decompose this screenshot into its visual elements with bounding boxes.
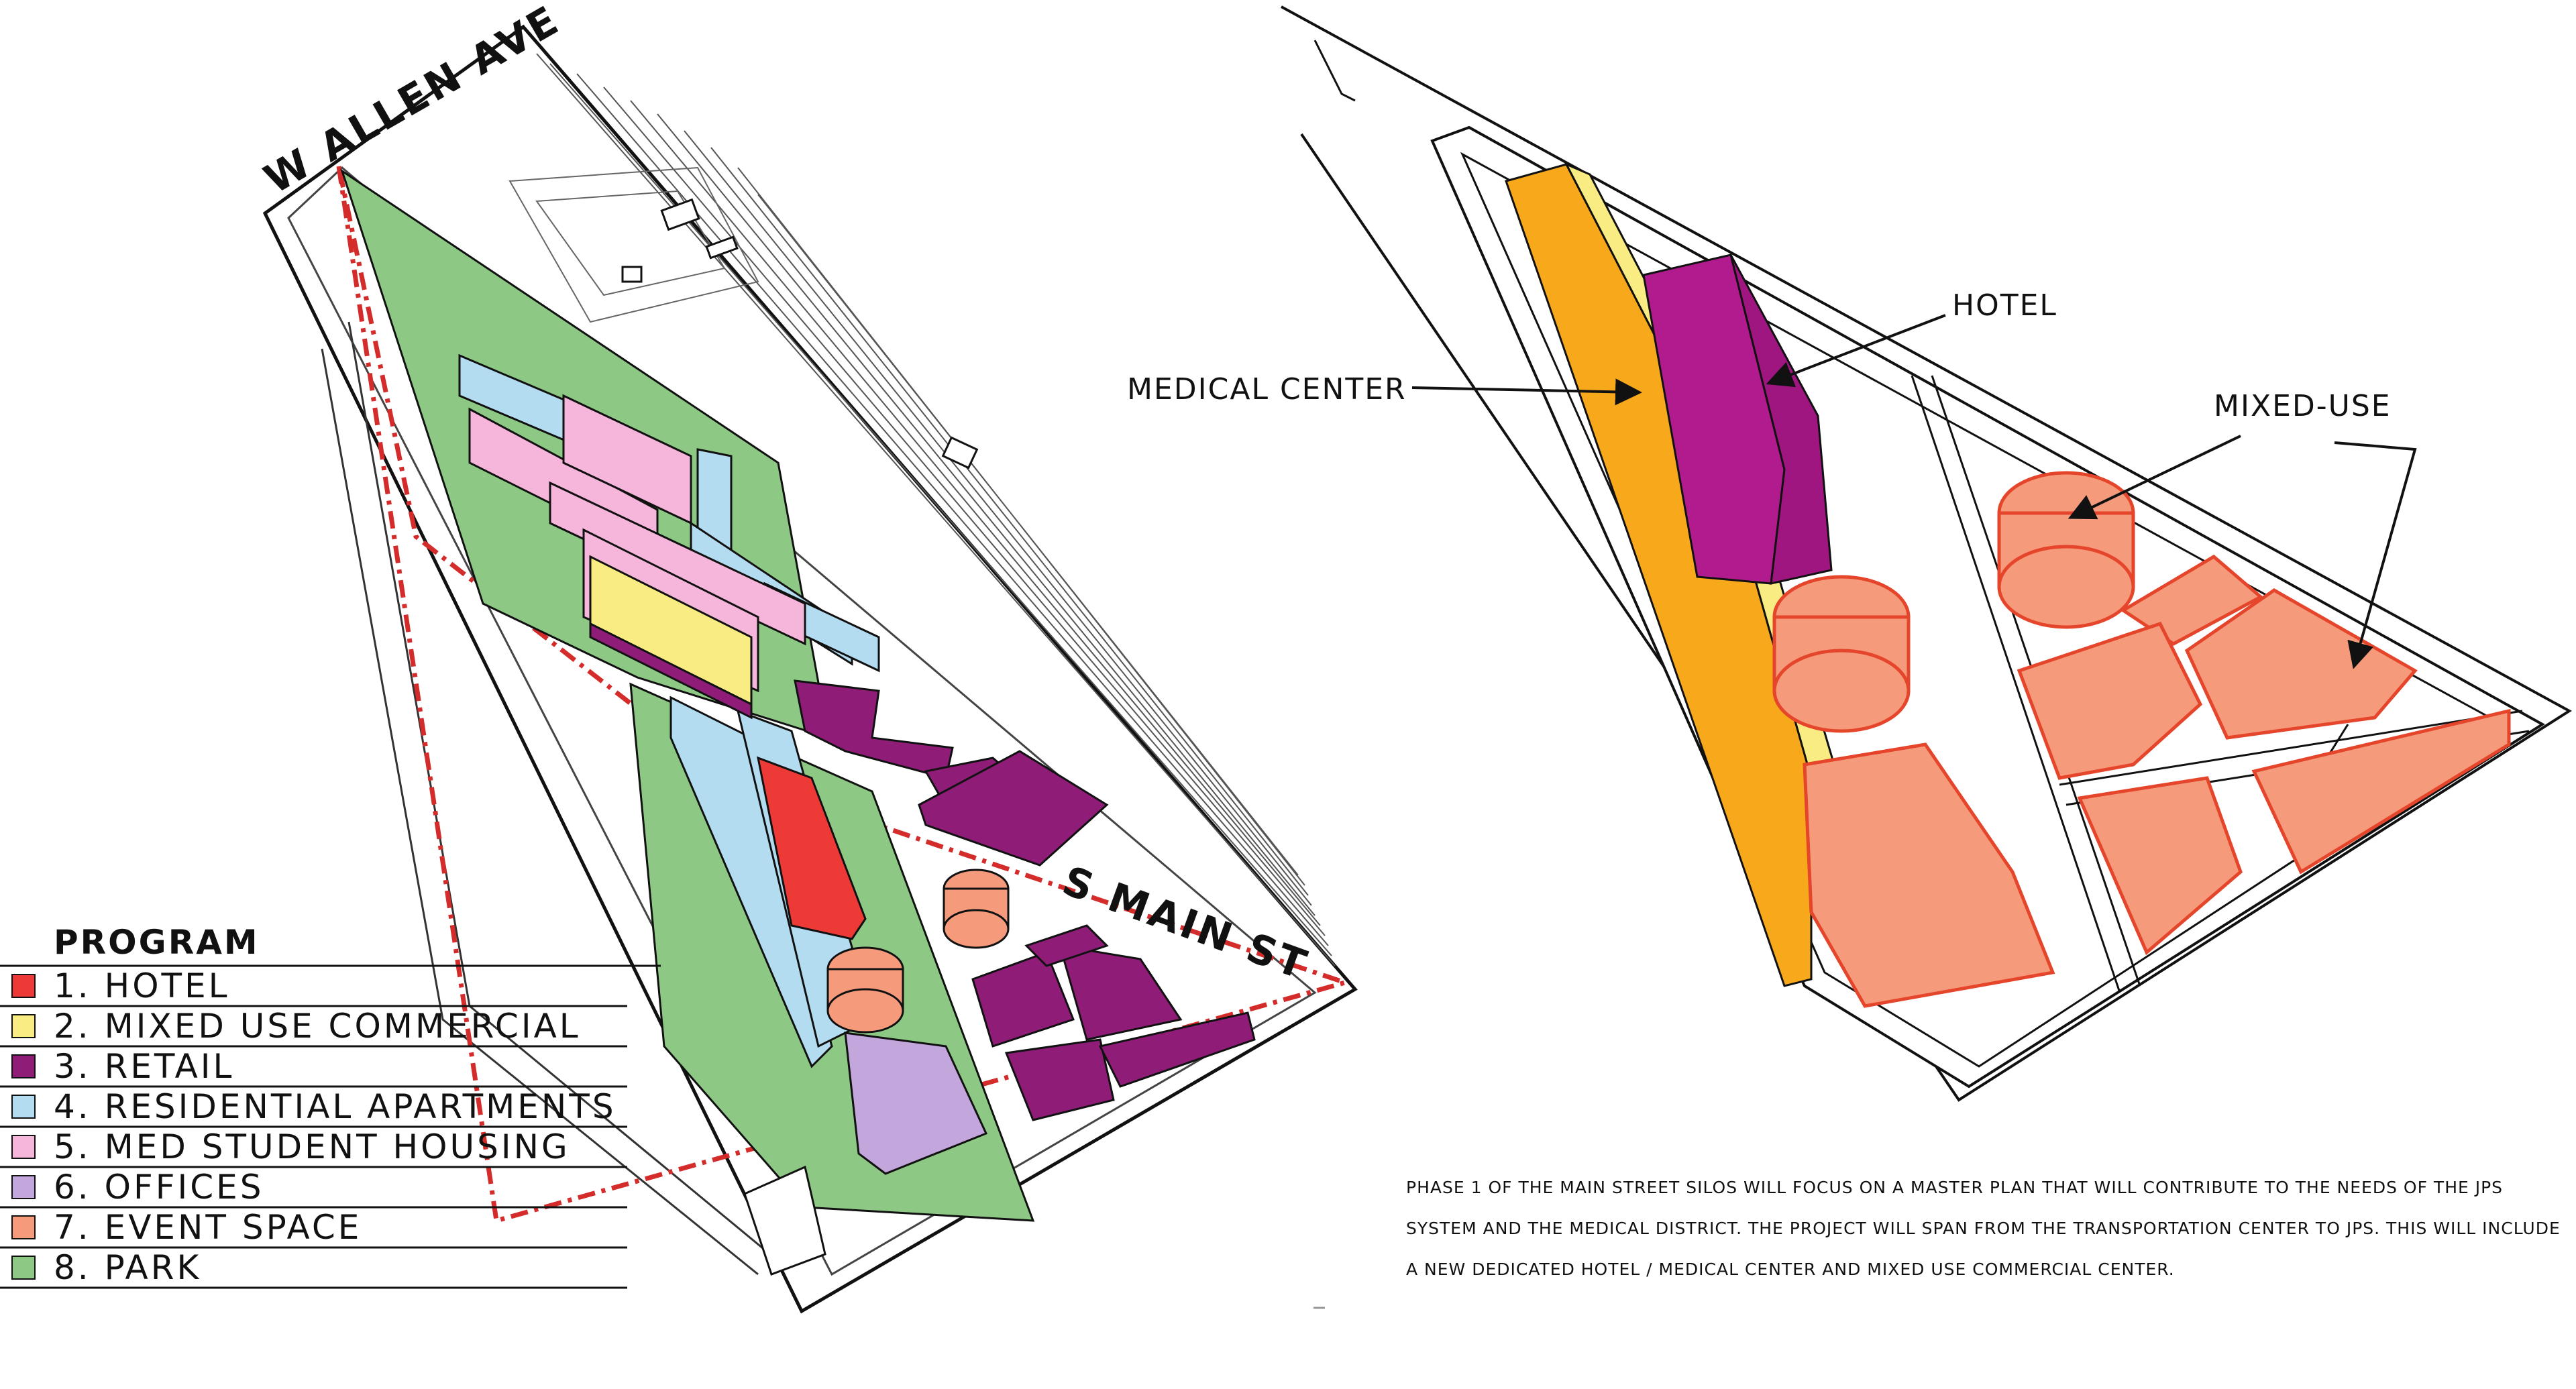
legend-label-event-space: 7. EVENT SPACE — [54, 1208, 362, 1247]
hotel-tower — [1642, 254, 1833, 585]
rail-lines — [536, 53, 1336, 966]
hotel-building — [756, 756, 867, 940]
legend-swatch-hotel — [11, 974, 36, 998]
legend-swatch-offices — [11, 1175, 36, 1199]
callout-hotel-arrow — [1766, 314, 1946, 388]
legend-swatch-residential — [11, 1095, 36, 1119]
phase-outline-outer — [1281, 5, 2572, 1102]
legend-label-retail: 3. RETAIL — [54, 1047, 234, 1086]
project-description: Phase 1 of the Main Street Silos will fo… — [1406, 1178, 2561, 1279]
event-space-buildings — [826, 869, 1010, 1034]
parking-loop — [508, 166, 759, 323]
callout-hotel: HOTEL — [1952, 288, 2057, 323]
mixed-use-blocks — [1772, 471, 2511, 1008]
mixed-use-building — [589, 555, 753, 720]
callout-mixed-use-arrow-left — [2068, 435, 2241, 520]
small-building — [621, 266, 643, 283]
small-building — [941, 436, 979, 469]
office-building — [844, 1032, 988, 1175]
small-building — [660, 198, 700, 231]
legend-swatch-mixed-use — [11, 1014, 36, 1038]
legend-label-park: 8. PARK — [54, 1248, 201, 1287]
legend-title: PROGRAM — [54, 923, 260, 962]
legend-label-offices: 6. OFFICES — [54, 1168, 264, 1207]
legend-swatch-park — [11, 1256, 36, 1280]
inner-road — [287, 166, 1317, 1276]
legend-swatch-retail — [11, 1054, 36, 1078]
legend-swatch-event-space — [11, 1215, 36, 1239]
legend-label-student-housing: 5. MED STUDENT HOUSING — [54, 1127, 570, 1166]
phase-plan: HOTEL MEDICAL CENTER MIXED-USE — [1127, 5, 2572, 1102]
legend-label-mixed-use: 2. MIXED USE COMMERCIAL — [54, 1007, 581, 1046]
callout-mixed-use: MIXED-USE — [2214, 389, 2392, 423]
callout-mixed-use-arrow-right — [2334, 441, 2417, 669]
small-building — [705, 235, 739, 260]
retail-buildings — [794, 679, 1256, 1121]
phase-outline-road — [1313, 40, 1356, 102]
callout-medical-center: MEDICAL CENTER — [1127, 372, 1407, 406]
callout-medical-arrow — [1411, 378, 1642, 406]
site-boundary — [336, 166, 1353, 1224]
legend-label-residential: 4. RESIDENTIAL APARTMENTS — [54, 1087, 616, 1126]
legend-label-hotel: 1. HOTEL — [54, 966, 230, 1005]
corner-building — [743, 1165, 826, 1276]
legend-swatch-student-housing — [11, 1135, 36, 1159]
site-plan: W ALLEN AVE S MAIN ST — [257, 0, 1358, 1314]
